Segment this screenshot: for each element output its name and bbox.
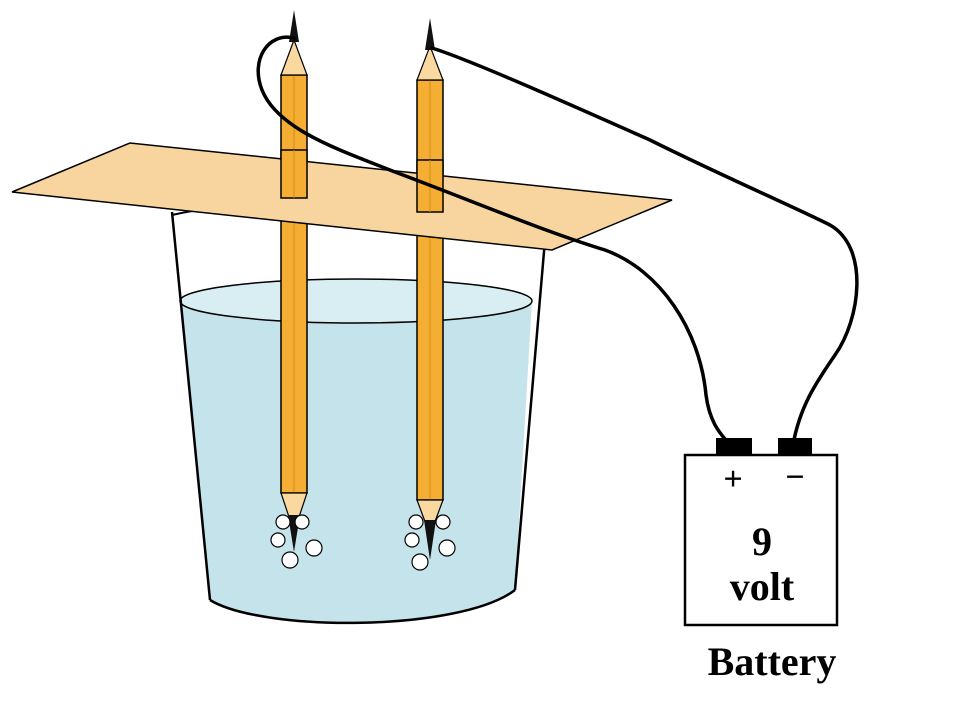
bubble-icon — [435, 514, 451, 530]
right-pencil — [416, 18, 444, 560]
battery-icon: + − 9 volt — [683, 438, 839, 627]
left-bubbles — [270, 514, 323, 569]
left-pencil-bottom-wood — [280, 492, 308, 534]
left-pencil — [280, 10, 308, 552]
cardboard-card — [11, 142, 673, 251]
battery-positive-symbol: + — [723, 461, 742, 498]
bubble-icon — [270, 532, 286, 548]
bubble-icon — [275, 514, 291, 530]
battery-terminal-right — [778, 438, 812, 455]
bubble-icon — [281, 551, 299, 569]
battery-negative-symbol: − — [785, 459, 804, 496]
right-bubbles — [404, 514, 456, 571]
cup-wall-left — [170, 211, 212, 601]
bubble-icon — [305, 539, 323, 557]
battery-caption: Battery — [708, 639, 837, 684]
cup-bottom — [209, 589, 516, 625]
bubble-icon — [408, 514, 424, 530]
right-pencil-top-lead — [425, 18, 435, 50]
left-pencil-top-lead — [289, 10, 299, 42]
bubble-icon — [438, 539, 456, 557]
wire-to-positive — [430, 46, 859, 447]
wire-to-negative — [256, 35, 732, 447]
battery-terminal-left — [716, 438, 752, 455]
right-pencil-bottom-lead — [424, 520, 436, 560]
battery-voltage-unit: volt — [730, 564, 795, 609]
left-pencil-top-wood — [280, 38, 308, 76]
battery-voltage-number: 9 — [752, 519, 772, 564]
bubble-icon — [404, 532, 420, 548]
bubble-icon — [411, 553, 429, 571]
battery-body — [683, 453, 839, 627]
right-pencil-bottom-wood — [416, 499, 444, 537]
water — [180, 285, 532, 623]
cup-wall-right — [513, 239, 547, 591]
water-surface — [179, 278, 533, 324]
bubble-icon — [294, 514, 310, 530]
right-pencil-top-wood — [416, 44, 444, 81]
